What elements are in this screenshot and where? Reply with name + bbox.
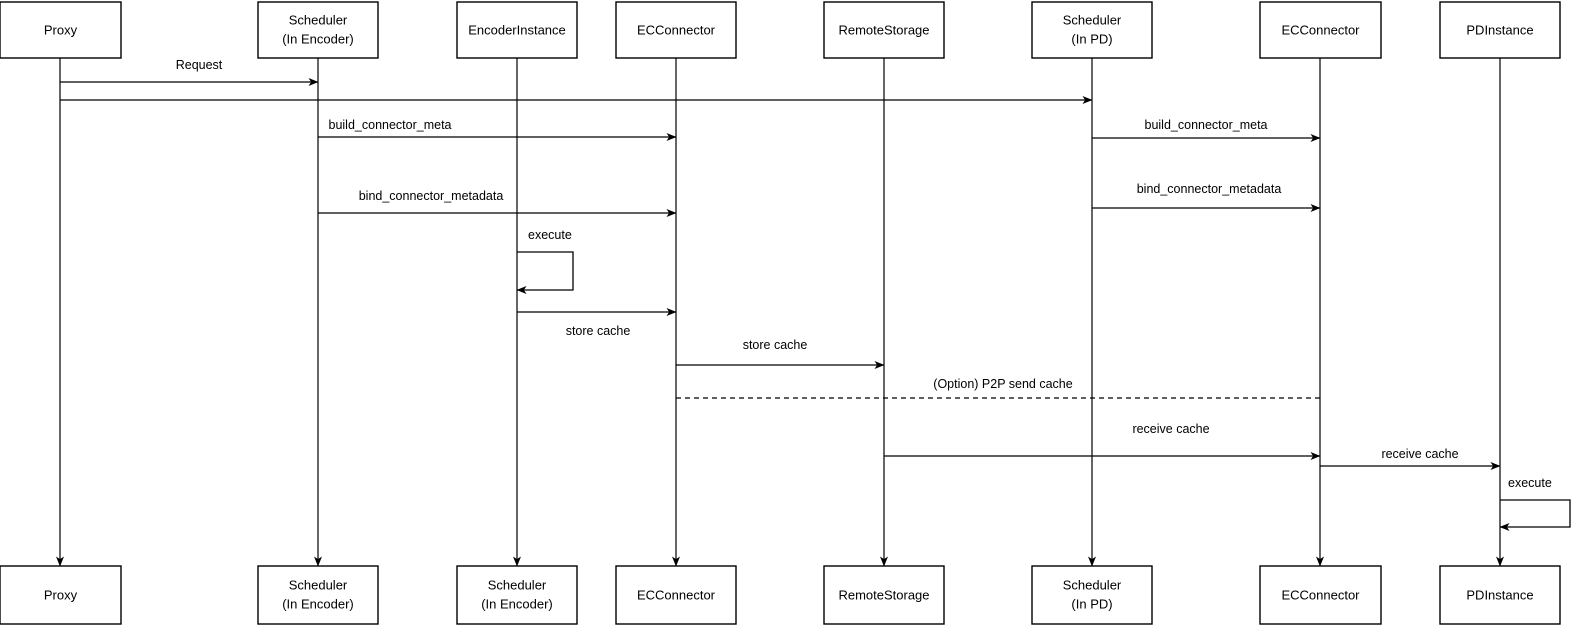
participant-footer-remote_store[interactable]: RemoteStorage [823,565,945,625]
participant-header-label-line1: PDInstance [1466,22,1533,37]
participant-footer-label-line1: Scheduler [1063,577,1122,592]
participant-header-label-line1: ECConnector [1281,22,1360,37]
message-m5[interactable]: bind_connector_metadata [318,189,677,217]
participant-header-sched_enc[interactable]: Scheduler (In Encoder) [257,1,379,59]
participant-header-ecconn_enc[interactable]: ECConnector [615,1,737,59]
participant-footer-label-line1: Scheduler [289,577,348,592]
message-label-m11: receive cache [1381,447,1458,461]
participant-header-proxy[interactable]: Proxy [0,1,122,59]
participant-footer-ecconn_enc[interactable]: ECConnector [615,565,737,625]
participant-footer-proxy[interactable]: Proxy [0,565,122,625]
participant-footer-label-line1: PDInstance [1466,587,1533,602]
participant-header-remote_store[interactable]: RemoteStorage [823,1,945,59]
message-label-m3: build_connector_meta [329,118,452,132]
participant-header-label-line2: (In PD) [1071,31,1112,46]
participant-header-ecconn_pd[interactable]: ECConnector [1259,1,1382,59]
participant-header-label-line1: Scheduler [289,12,348,27]
message-m6[interactable]: bind_connector_metadata [1092,182,1321,212]
participant-footer-sched_enc[interactable]: Scheduler (In Encoder) [257,565,379,625]
message-m9[interactable]: (Option) P2P send cache [676,377,1320,399]
participant-footer-label-line2: (In Encoder) [282,596,354,611]
self-message-label-s2: execute [1508,476,1552,490]
participant-footer-pd_inst[interactable]: PDInstance [1439,565,1561,625]
participant-header-label-line1: EncoderInstance [468,22,566,37]
participant-header-pd_inst[interactable]: PDInstance [1439,1,1561,59]
participant-header-label-line1: Scheduler [1063,12,1122,27]
message-m11[interactable]: receive cache [1320,447,1501,470]
message-label-m7: store cache [566,324,631,338]
message-label-m9: (Option) P2P send cache [933,377,1072,391]
message-label-m5: bind_connector_metadata [359,189,504,203]
lifelines-group [56,58,1504,567]
message-m7[interactable]: store cache [517,308,677,338]
participant-footer-label-line1: Proxy [44,587,78,602]
participant-header-label-line1: RemoteStorage [838,22,929,37]
participant-footer-label-line1: RemoteStorage [838,587,929,602]
self-message-path-s1 [516,251,574,294]
participant-footer-label-line2: (In Encoder) [481,596,553,611]
participant-footer-ecconn_pd[interactable]: ECConnector [1259,565,1382,625]
participant-footer-label-line1: Scheduler [488,577,547,592]
message-m1[interactable]: Request [60,58,319,86]
message-m8[interactable]: store cache [676,338,885,369]
header-participant-boxes: Proxy Scheduler (In Encoder) EncoderInstanc… [0,1,1561,59]
self-message-s1[interactable]: execute [516,228,574,294]
participant-footer-sched_pd[interactable]: Scheduler (In PD) [1031,565,1153,625]
participant-footer-label-line1: ECConnector [637,587,716,602]
message-label-m8: store cache [743,338,808,352]
participant-footer-encoder_inst[interactable]: Scheduler (In Encoder) [456,565,578,625]
participant-header-label-line1: Proxy [44,22,78,37]
participant-header-sched_pd[interactable]: Scheduler (In PD) [1031,1,1153,59]
participant-footer-label-line2: (In PD) [1071,596,1112,611]
self-message-s2[interactable]: execute [1499,476,1571,531]
message-label-m4: build_connector_meta [1145,118,1268,132]
participant-header-encoder_inst[interactable]: EncoderInstance [456,1,578,59]
self-message-path-s2 [1499,499,1571,531]
message-m4[interactable]: build_connector_meta [1092,118,1321,142]
participant-header-label-line1: ECConnector [637,22,716,37]
footer-participant-boxes: Proxy Scheduler (In Encoder) Scheduler (In E… [0,565,1561,625]
participant-footer-label-line1: ECConnector [1281,587,1360,602]
participant-header-label-line2: (In Encoder) [282,31,354,46]
self-message-label-s1: execute [528,228,572,242]
message-label-m6: bind_connector_metadata [1137,182,1282,196]
messages-group: Request build_connector_meta build_connect… [60,58,1571,531]
message-label-m10: receive cache [1132,422,1209,436]
message-m3[interactable]: build_connector_meta [318,118,677,141]
message-m10[interactable]: receive cache [884,422,1321,460]
message-label-m1: Request [176,58,223,72]
